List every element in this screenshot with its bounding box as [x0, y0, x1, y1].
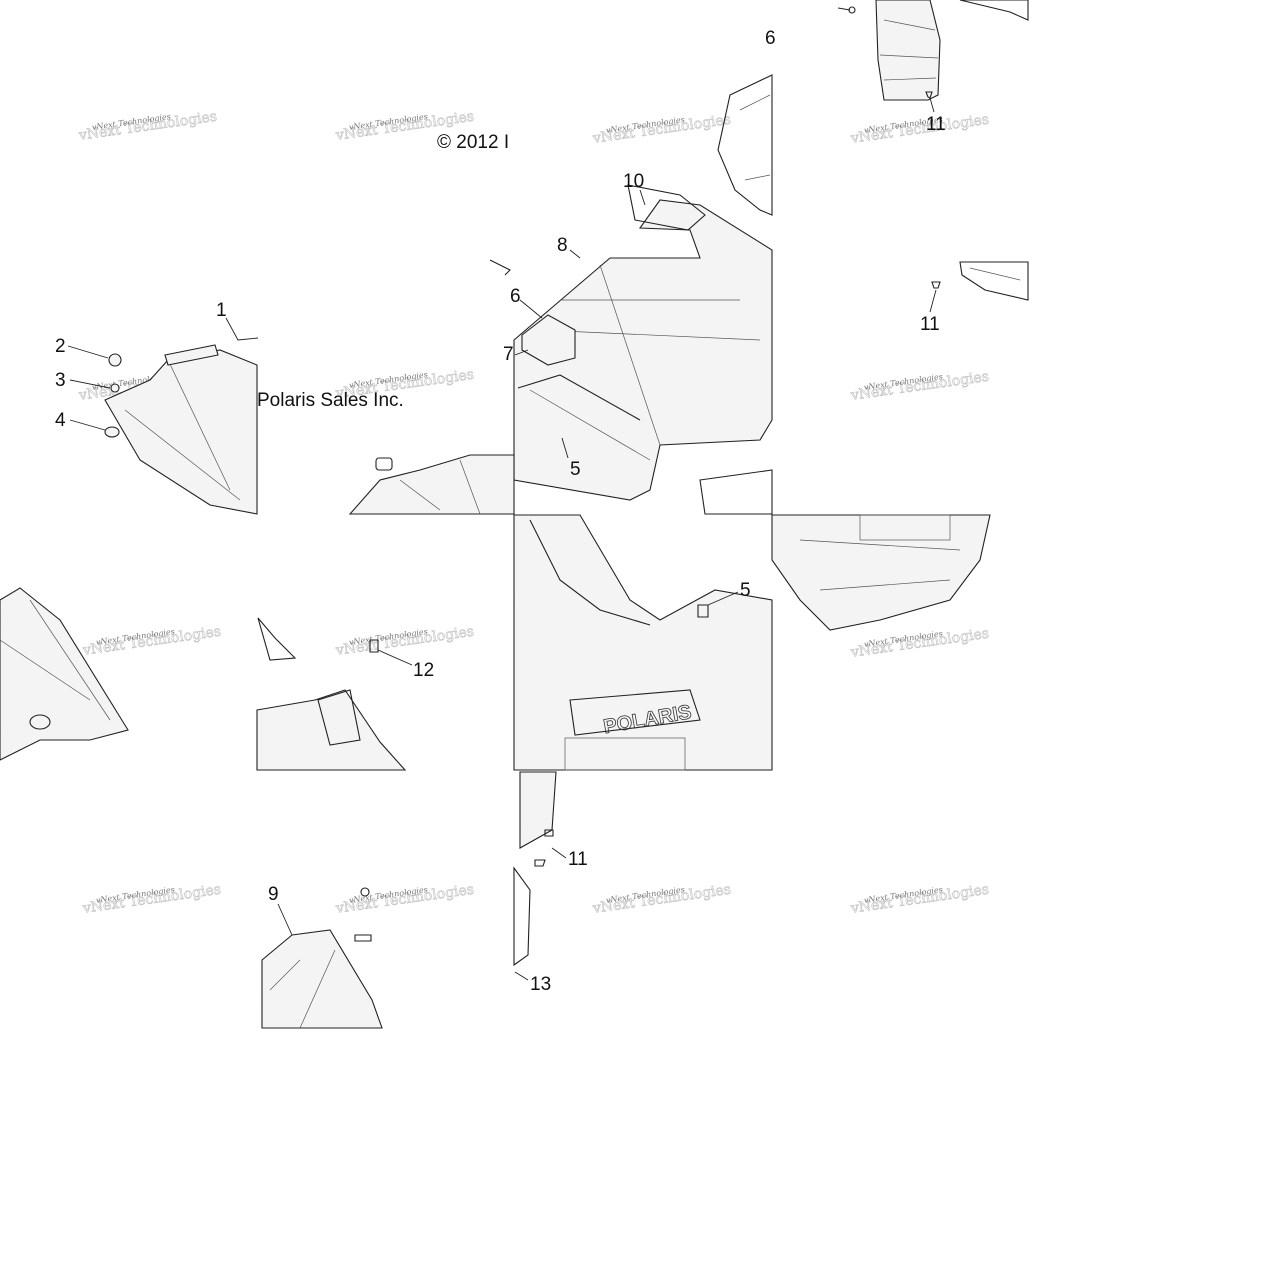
- front-grille: POLARIS: [513, 514, 773, 771]
- fender-top-right: [837, 0, 1029, 101]
- callout-6b: 6: [765, 28, 776, 49]
- callout-7: 7: [503, 344, 514, 365]
- callouts: 1 2 3 4 5 5 6 6 7 8 9 10 11 11 11 12 13: [55, 28, 946, 995]
- cowl-top-section: [717, 74, 773, 216]
- callout-11a: 11: [926, 114, 946, 135]
- hood-left-section: [104, 344, 258, 515]
- copyright-text: © 2012 I: [437, 132, 509, 153]
- front-bumper: [771, 514, 991, 631]
- callout-1: 1: [216, 300, 227, 321]
- fender-lower-center: [513, 771, 557, 967]
- callout-5b: 5: [740, 580, 751, 601]
- callout-12: 12: [413, 660, 434, 681]
- callout-3: 3: [55, 370, 66, 391]
- hood-lower-center: [348, 454, 515, 515]
- callout-5a: 5: [570, 459, 581, 480]
- hood-lower-left: [0, 587, 129, 761]
- company-text: Polaris Sales Inc.: [257, 390, 404, 411]
- callout-2: 2: [55, 336, 66, 357]
- callout-4: 4: [55, 410, 66, 431]
- callout-10: 10: [623, 171, 644, 192]
- callout-11b: 11: [920, 314, 940, 335]
- callout-11c: 11: [568, 849, 588, 870]
- callout-6a: 6: [510, 286, 521, 307]
- callout-9: 9: [268, 884, 279, 905]
- fender-mid-right: [931, 261, 1029, 301]
- callout-8: 8: [557, 235, 568, 256]
- callout-13: 13: [530, 974, 551, 995]
- vent-duct: [256, 617, 407, 771]
- main-hood: [489, 184, 773, 515]
